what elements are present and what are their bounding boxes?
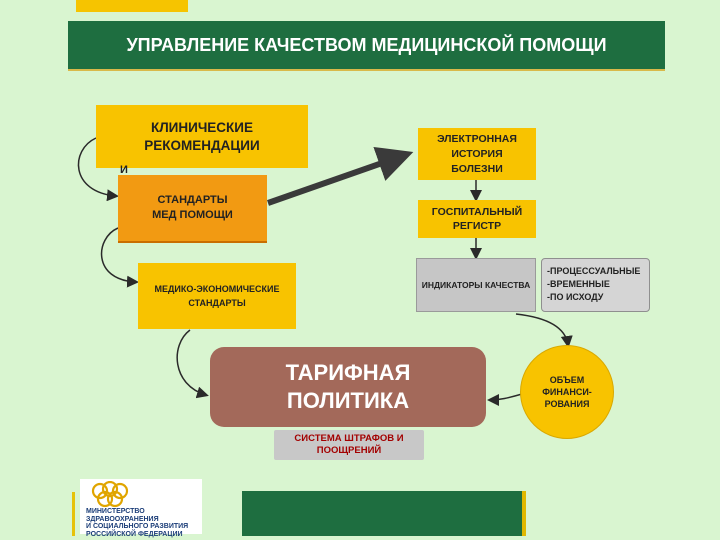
node-quality-indicators: ИНДИКАТОРЫ КАЧЕСТВА: [416, 258, 536, 312]
node-clinical-recommendations: КЛИНИЧЕСКИЕ РЕКОМЕНДАЦИИ: [96, 105, 308, 168]
page-title: УПРАВЛЕНИЕ КАЧЕСТВОМ МЕДИЦИНСКОЙ ПОМОЩИ: [68, 21, 665, 71]
ministry-logo-text: МИНИСТЕРСТВО ЗДРАВООХРАНЕНИЯ И СОЦИАЛЬНО…: [86, 508, 189, 538]
arrow-financing-to-tariff: [487, 393, 523, 406]
node-penalty-system: СИСТЕМА ШТРАФОВ И ПООЩРЕНИЙ: [274, 430, 424, 460]
node-hospital-register: ГОСПИТАЛЬНЫЙ РЕГИСТР: [418, 200, 536, 238]
ministry-logo-panel: [80, 479, 202, 534]
ministry-emblem-icon: [91, 481, 129, 508]
node-tariff-policy: ТАРИФНАЯ ПОЛИТИКА: [210, 347, 486, 427]
arrow-clinical-to-standards: [77, 137, 119, 202]
node-financing-volume: ОБЪЕМ ФИНАНСИ- РОВАНИЯ: [520, 345, 614, 439]
footer-accent-line: [72, 492, 75, 536]
node-electronic-history: ЭЛЕКТРОННАЯ ИСТОРИЯ БОЛЕЗНИ: [418, 128, 536, 180]
arrow-standards-to-history: [267, 146, 414, 206]
footer-bar: [242, 491, 526, 536]
node-med-econ-standards: МЕДИКО-ЭКОНОМИЧЕСКИЕ СТАНДАРТЫ: [138, 263, 296, 329]
connector-and-label: И: [120, 164, 128, 176]
node-indicator-types: -ПРОЦЕССУАЛЬНЫЕ -ВРЕМЕННЫЕ -ПО ИСХОДУ: [541, 258, 650, 312]
arrow-indicators-to-financing: [515, 313, 573, 348]
node-standards: СТАНДАРТЫ МЕД ПОМОЩИ: [118, 175, 267, 243]
arrow-medecon-to-tariff: [176, 329, 209, 399]
arrow-standards-to-medecon: [100, 227, 139, 288]
top-accent-bar: [76, 0, 188, 12]
